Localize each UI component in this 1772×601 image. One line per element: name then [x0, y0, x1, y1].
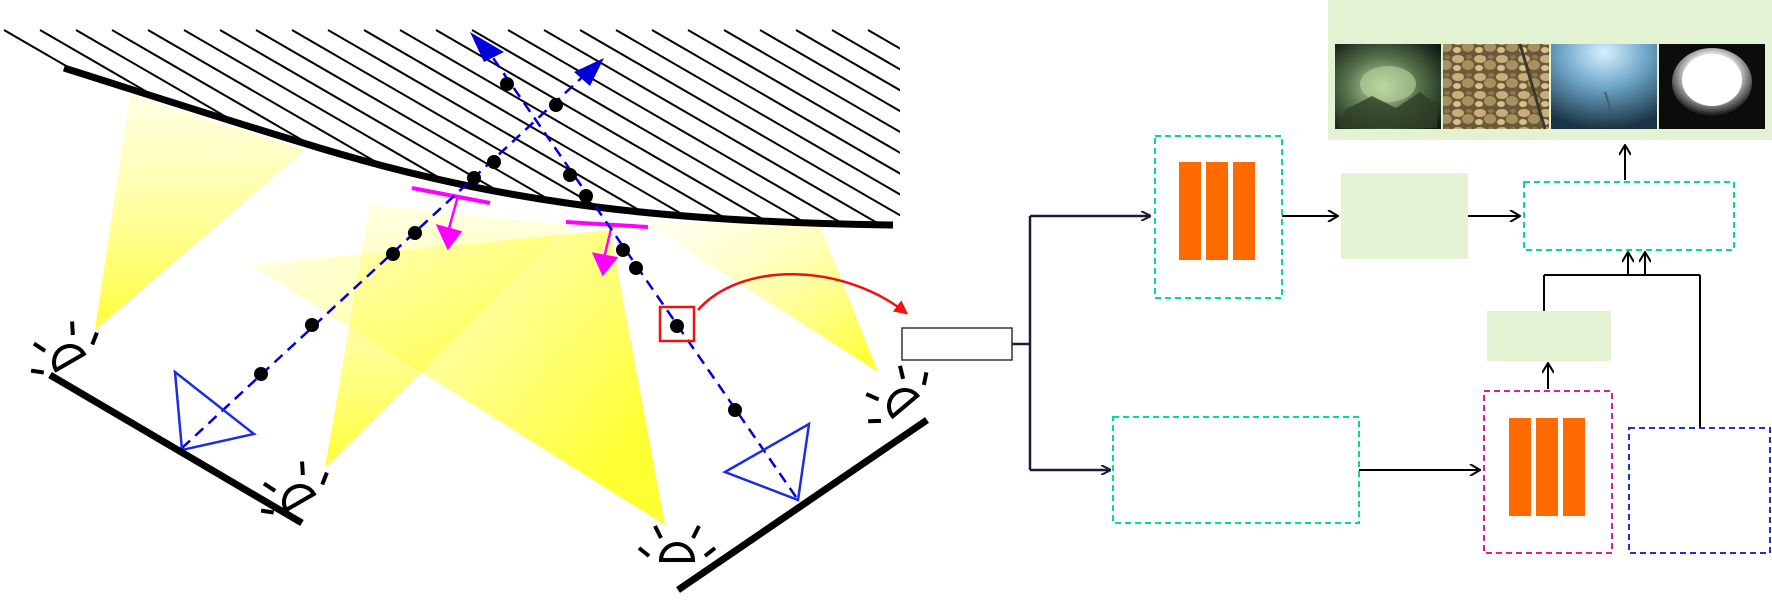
light-cones	[95, 95, 878, 525]
magenta-module-blocks	[1509, 418, 1585, 516]
hatch-line	[0, 29, 25, 226]
hatch-line	[435, 29, 817, 226]
top-module	[1154, 135, 1283, 299]
underwater-image-4	[1659, 44, 1765, 129]
light-cone-left	[95, 95, 305, 330]
ray-right-arrow-head	[470, 32, 504, 62]
hatch-line	[795, 29, 900, 226]
underwater-image-3	[1551, 44, 1657, 129]
hatch-line	[0, 29, 97, 226]
underwater-image-2	[1443, 43, 1549, 130]
hatch-line	[759, 29, 900, 226]
magenta-module	[1483, 390, 1613, 554]
lamp-icon	[30, 321, 99, 375]
camera-icon	[173, 369, 257, 452]
hatch-line	[723, 29, 900, 226]
merge-connectors	[1543, 252, 1701, 430]
hatch-line	[507, 29, 889, 226]
callout-arrow	[697, 273, 909, 315]
green-box-bottom	[1487, 311, 1611, 361]
lamp-icon	[260, 461, 329, 515]
light-cone-right	[640, 220, 878, 372]
hatch-line	[471, 29, 853, 226]
blue-module	[1628, 427, 1771, 554]
image-thumbnails	[1335, 43, 1765, 130]
hatch-line	[687, 29, 900, 226]
platform-right	[676, 417, 929, 593]
light-cone-diag	[250, 230, 665, 525]
camera-icon	[722, 421, 811, 502]
hatch-line	[615, 29, 900, 226]
bottom-module	[1112, 416, 1360, 524]
hatch-line	[831, 29, 900, 226]
hatch-line	[579, 29, 900, 226]
sample-points	[254, 77, 742, 417]
hatch-line	[651, 29, 900, 226]
input-box	[901, 327, 1013, 361]
lamp-icon	[865, 365, 929, 424]
pipeline	[901, 0, 1772, 554]
ray-left-arrow-head	[574, 58, 604, 86]
underwater-image-1	[1335, 44, 1441, 129]
reflection-arrow-head-left	[435, 224, 463, 251]
surface-boundary	[62, 64, 894, 229]
green-box-top	[1341, 173, 1468, 259]
input-connectors	[1012, 216, 1150, 470]
hatch-line	[0, 29, 61, 226]
lamp-icon	[637, 525, 717, 562]
ray-left	[181, 69, 591, 449]
platform-left	[48, 371, 304, 527]
surface-patch-left	[411, 186, 491, 205]
physical-scene	[0, 29, 929, 593]
hatch-line	[543, 29, 900, 226]
hatch-line	[399, 29, 781, 226]
top-module-blocks	[1179, 162, 1255, 260]
highlight-box	[658, 305, 696, 343]
reflection-arrow-head-right	[591, 252, 619, 277]
output-box	[1523, 181, 1735, 251]
